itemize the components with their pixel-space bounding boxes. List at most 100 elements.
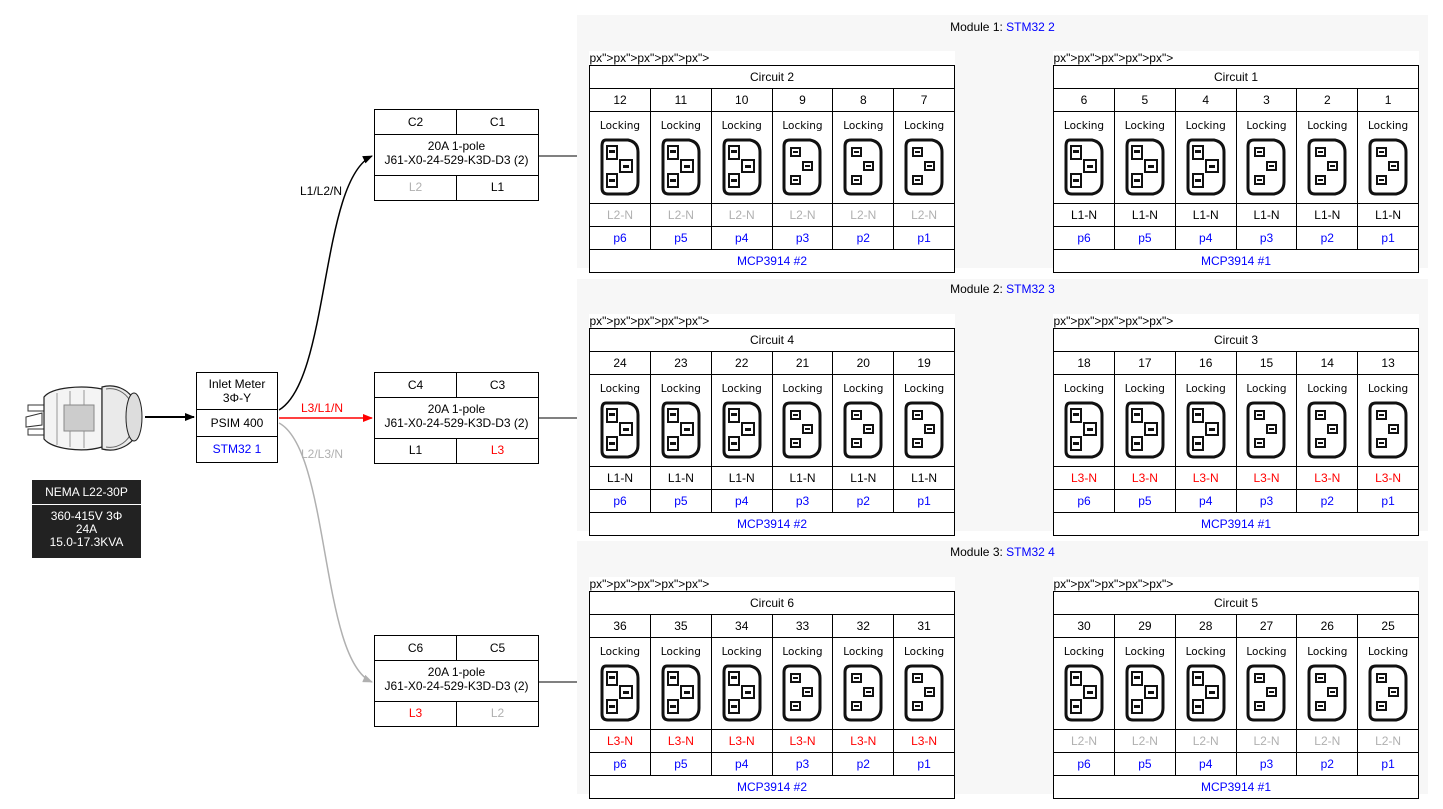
channel-link[interactable]: p3 <box>1235 752 1298 776</box>
channel-link[interactable]: p3 <box>771 226 834 250</box>
locking-label: Locking <box>893 637 955 659</box>
locking-label: Locking <box>771 637 834 659</box>
c19-socket-icon <box>589 659 651 730</box>
channel-link[interactable]: p1 <box>893 752 955 776</box>
circuit-title: Circuit 2 <box>589 65 955 89</box>
channel-link[interactable]: p2 <box>1296 226 1359 250</box>
channel-link[interactable]: p5 <box>1114 489 1176 513</box>
channel-link[interactable]: p2 <box>1296 752 1359 776</box>
c13-socket-icon <box>893 659 955 730</box>
channel-link[interactable]: p5 <box>650 489 712 513</box>
phase-label: L1-N <box>1357 203 1419 227</box>
phase-label: L1-N <box>1235 203 1298 227</box>
channel-link[interactable]: p5 <box>650 226 712 250</box>
channel-link[interactable]: p2 <box>1296 489 1359 513</box>
c19-socket-icon <box>650 396 712 467</box>
channel-link[interactable]: p4 <box>710 752 773 776</box>
module-2-mcu-link[interactable]: STM32 3 <box>1006 282 1055 296</box>
channel-link[interactable]: p5 <box>650 752 712 776</box>
meter-model: PSIM 400 <box>197 410 277 437</box>
channel-link[interactable]: p6 <box>1053 489 1115 513</box>
outlet-number: 24 <box>589 351 651 375</box>
phase-label: L2-N <box>832 203 895 227</box>
channel-link[interactable]: p2 <box>832 752 895 776</box>
channel-link[interactable]: p3 <box>1235 489 1298 513</box>
locking-label: Locking <box>589 637 651 659</box>
channel-link[interactable]: p1 <box>893 226 955 250</box>
locking-label: Locking <box>650 637 712 659</box>
module-3-mcu-link[interactable]: STM32 4 <box>1006 545 1055 559</box>
channel-link[interactable]: p4 <box>710 226 773 250</box>
adc-link[interactable]: MCP3914 #2 <box>589 775 955 799</box>
c13-socket-icon <box>832 133 895 204</box>
module-1-mcu-link[interactable]: STM32 2 <box>1006 20 1055 34</box>
locking-label: Locking <box>1296 374 1359 396</box>
channel-link[interactable]: p6 <box>589 489 651 513</box>
channel-link[interactable]: p3 <box>1235 226 1298 250</box>
outlet-number: 17 <box>1114 351 1176 375</box>
locking-label: Locking <box>1174 111 1237 133</box>
meter-mcu-link[interactable]: STM32 1 <box>212 442 262 456</box>
channel-link[interactable]: p1 <box>1357 226 1419 250</box>
adc-link[interactable]: MCP3914 #2 <box>589 512 955 536</box>
channel-link[interactable]: p2 <box>832 489 895 513</box>
channel-link[interactable]: p4 <box>1174 489 1237 513</box>
channel-link[interactable]: p5 <box>1114 226 1176 250</box>
c13-socket-icon <box>1357 396 1419 467</box>
locking-label: Locking <box>1174 374 1237 396</box>
channel-link[interactable]: p4 <box>1174 226 1237 250</box>
channel-link[interactable]: p2 <box>832 226 895 250</box>
outlet-number: 25 <box>1357 614 1419 638</box>
c13-socket-icon <box>893 396 955 467</box>
adc-link[interactable]: MCP3914 #2 <box>589 249 955 273</box>
phase-label: L3-N <box>893 729 955 753</box>
locking-label: Locking <box>650 374 712 396</box>
channel-link[interactable]: p4 <box>1174 752 1237 776</box>
breaker-1-c-left: C2 <box>407 115 424 129</box>
phase-label: L3-N <box>650 729 712 753</box>
l22-30p-plug-image <box>25 385 143 451</box>
channel-link[interactable]: p6 <box>1053 226 1115 250</box>
outlet-number: 28 <box>1174 614 1237 638</box>
phase-label: L2-N <box>1174 729 1237 753</box>
breaker-1-c-right: C1 <box>456 110 538 134</box>
breaker-1-l-left: L2 <box>408 180 423 194</box>
channel-link[interactable]: p5 <box>1114 752 1176 776</box>
adc-link[interactable]: MCP3914 #1 <box>1053 512 1419 536</box>
outlet-number: 12 <box>589 88 651 112</box>
phase-label: L3-N <box>1174 466 1237 490</box>
outlet-number: 1 <box>1357 88 1419 112</box>
channel-link[interactable]: p3 <box>771 489 834 513</box>
breaker-2-l-left: L1 <box>408 443 423 457</box>
locking-label: Locking <box>710 637 773 659</box>
outlet-number: 13 <box>1357 351 1419 375</box>
c19-socket-icon <box>710 659 773 730</box>
locking-label: Locking <box>1235 111 1298 133</box>
adc-link[interactable]: MCP3914 #1 <box>1053 775 1419 799</box>
edge-label-mid: L3/L1/N <box>301 401 344 415</box>
c19-socket-icon <box>650 659 712 730</box>
channel-link[interactable]: p6 <box>589 226 651 250</box>
channel-link[interactable]: p1 <box>1357 489 1419 513</box>
outlet-number: 34 <box>710 614 773 638</box>
locking-label: Locking <box>1053 111 1115 133</box>
phase-label: L1-N <box>893 466 955 490</box>
outlet-number: 16 <box>1174 351 1237 375</box>
phase-label: L2-N <box>650 203 712 227</box>
outlet-number: 4 <box>1174 88 1237 112</box>
channel-link[interactable]: p6 <box>1053 752 1115 776</box>
locking-label: Locking <box>832 111 895 133</box>
locking-label: Locking <box>1235 374 1298 396</box>
outlet-number: 35 <box>650 614 712 638</box>
phase-label: L3-N <box>1114 466 1176 490</box>
adc-link[interactable]: MCP3914 #1 <box>1053 249 1419 273</box>
channel-link[interactable]: p4 <box>710 489 773 513</box>
channel-link[interactable]: p3 <box>771 752 834 776</box>
channel-link[interactable]: p1 <box>893 489 955 513</box>
plug-voltage: 360-415V 3Φ <box>50 509 123 523</box>
channel-link[interactable]: p6 <box>589 752 651 776</box>
channel-link[interactable]: p1 <box>1357 752 1419 776</box>
